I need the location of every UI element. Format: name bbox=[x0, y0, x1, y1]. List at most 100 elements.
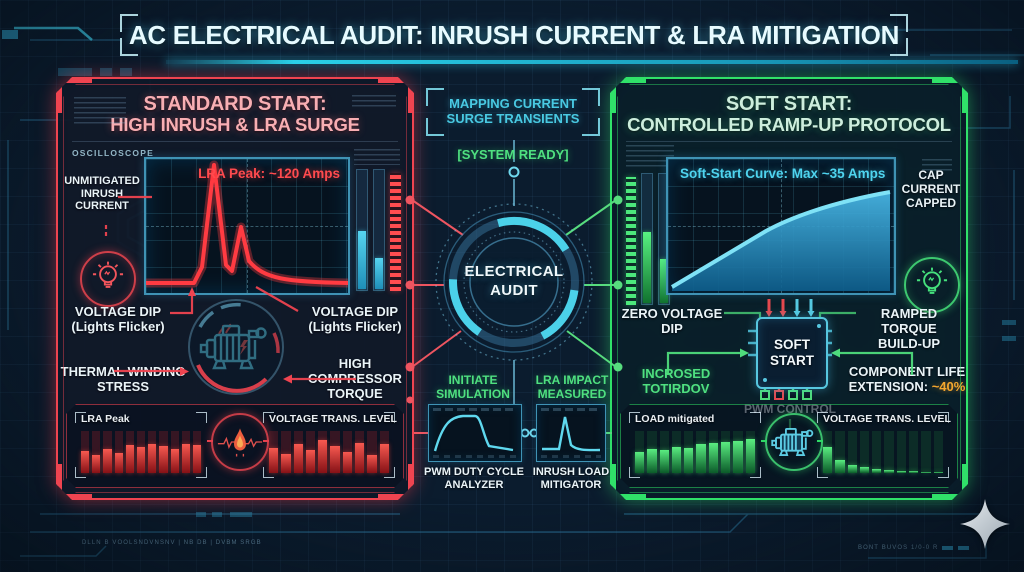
voltage-trans-label: VOLTAGE TRANS. LEVEL bbox=[823, 413, 951, 425]
increased-torque-label: INCROSED TOTIRDOV bbox=[641, 366, 711, 396]
panel-corner-tr bbox=[932, 78, 967, 113]
load-mitigated-bars bbox=[635, 431, 755, 473]
voltage-trans-bars bbox=[823, 431, 943, 473]
deco-readout-lines bbox=[354, 149, 400, 165]
compressor-motor-badge bbox=[186, 297, 286, 397]
red-segment-meter bbox=[390, 173, 401, 291]
footer-microtext-right: BONT BUVOS 1/0-0 R bbox=[858, 545, 939, 551]
panel-corner-br bbox=[378, 464, 413, 499]
lra-peak-annotation: LRA Peak: ~120 Amps bbox=[198, 166, 340, 181]
panel-corner-tr bbox=[378, 78, 413, 113]
title-bracket-tr bbox=[890, 14, 908, 32]
load-mitigated-label: LOAD mitigated bbox=[635, 413, 715, 425]
voltage-dip-right-label: VOLTAGE DIP (Lights Flicker) bbox=[308, 304, 402, 334]
soft-start-panel: SOFT START: CONTROLLED RAMP-UP PROTOCOL bbox=[610, 77, 968, 500]
motor-icon bbox=[771, 425, 817, 459]
lra-peak-chart-label: LRA Peak bbox=[81, 413, 130, 425]
left-meter-strip: LRA Peak VOLTAGE TRANS. LEVEL bbox=[66, 404, 404, 488]
inrush-spike-curve bbox=[542, 416, 601, 452]
scope-side-meters-green bbox=[626, 175, 670, 305]
voltage-trans-chart-right: VOLTAGE TRANS. LEVEL bbox=[817, 412, 949, 478]
zero-voltage-dip-label: ZERO VOLTAGE DIP bbox=[621, 306, 723, 336]
standard-start-title-line1: STANDARD START: bbox=[143, 93, 327, 116]
mitigator-scope bbox=[536, 404, 606, 462]
standard-start-header: STANDARD START: HIGH INRUSH & LRA SURGE bbox=[72, 89, 398, 142]
sparkle-star-icon bbox=[960, 499, 1010, 549]
footer-microtext-left: DLLN B VOOLSNDVNSNV | NB DB | DVBM SRGB bbox=[82, 540, 262, 546]
inrush-waveform bbox=[146, 159, 348, 293]
load-mitigated-chart: LOAD mitigated bbox=[629, 412, 761, 478]
deco-readout-lines bbox=[352, 95, 396, 109]
cap-current-capped-label: CAP CURRENT CAPPED bbox=[901, 168, 961, 210]
duty-cycle-curve bbox=[433, 414, 514, 452]
cyan-meter-1 bbox=[358, 231, 366, 289]
high-compressor-torque-label: HIGH COMPRESSOR TORQUE bbox=[308, 356, 402, 401]
life-extension-percent: ~40% bbox=[931, 378, 966, 394]
thermal-winding-stress-label: THERMAL WINDING STRESS bbox=[60, 364, 186, 394]
unmitigated-inrush-label: UNMITIGATED INRUSH CURRENT bbox=[64, 175, 140, 213]
footer-tick bbox=[958, 546, 969, 550]
soft-start-chip: SOFT START bbox=[756, 317, 828, 389]
lightbulb-icon bbox=[92, 260, 124, 298]
scope-crosshair-v bbox=[247, 159, 248, 293]
voltage-trans-bars bbox=[269, 431, 389, 473]
title-bracket-br bbox=[890, 38, 908, 56]
soft-start-annotation: Soft-Start Curve: Max ~35 Amps bbox=[680, 166, 886, 181]
voltage-trans-label: VOLTAGE TRANS. LEVEL bbox=[269, 413, 397, 425]
voltage-trans-chart-left: VOLTAGE TRANS. LEVEL bbox=[263, 412, 395, 478]
title-underline bbox=[166, 60, 1018, 64]
ramped-torque-label: RAMPED TORQUE BUILD-UP bbox=[877, 306, 941, 351]
scope-grid bbox=[146, 159, 348, 293]
inrush-bulb-badge bbox=[80, 251, 136, 307]
chip-label-line2: START bbox=[770, 353, 814, 368]
lra-peak-bars bbox=[81, 431, 201, 473]
panel-corner-tl bbox=[611, 78, 646, 113]
capped-bulb-badge bbox=[904, 257, 960, 313]
panel-corner-bl bbox=[57, 464, 92, 499]
panel-corner-tl bbox=[57, 78, 92, 113]
inrush-oscilloscope: LRA Peak: ~120 Amps bbox=[144, 157, 350, 295]
deco-readout-lines bbox=[626, 145, 674, 167]
component-life-label: COMPONENT LIFE EXTENSION: ~40% bbox=[848, 364, 966, 394]
soft-start-title-line2: CONTROLLED RAMP-UP PROTOCOL bbox=[627, 114, 951, 136]
panel-corner-br bbox=[932, 464, 967, 499]
standard-start-title-line2: HIGH INRUSH & LRA SURGE bbox=[110, 114, 360, 136]
scope-side-meters bbox=[356, 171, 401, 291]
pwm-analyzer-scope bbox=[428, 404, 522, 462]
soft-start-curve bbox=[668, 159, 894, 293]
voltage-dip-left-label: VOLTAGE DIP (Lights Flicker) bbox=[71, 304, 165, 334]
surge-flame-badge bbox=[211, 413, 269, 471]
flame-spark-icon bbox=[214, 425, 266, 459]
title-bracket-tl bbox=[120, 14, 138, 32]
lightbulb-icon bbox=[916, 266, 948, 304]
motor-ring bbox=[186, 297, 286, 397]
chip-label-line1: SOFT bbox=[774, 336, 810, 352]
electrical-audit-gauge bbox=[435, 203, 593, 361]
green-segment-meter bbox=[626, 177, 636, 305]
title-bracket-bl bbox=[120, 38, 138, 56]
soft-start-title-line1: SOFT START: bbox=[725, 93, 853, 116]
footer-tick bbox=[942, 546, 953, 550]
standard-start-panel: STANDARD START: HIGH INRUSH & LRA SURGE … bbox=[56, 77, 414, 500]
green-meter-1 bbox=[643, 232, 651, 304]
green-meter-2 bbox=[660, 259, 668, 303]
panel-corner-bl bbox=[611, 464, 646, 499]
mitigated-motor-badge bbox=[765, 413, 823, 471]
deco-readout-lines bbox=[922, 159, 952, 171]
right-meter-strip: LOAD mitigated bbox=[620, 404, 958, 488]
soft-start-oscilloscope: Soft-Start Curve: Max ~35 Amps bbox=[666, 157, 896, 295]
title-bar: AC ELECTRICAL AUDIT: INRUSH CURRENT & LR… bbox=[118, 12, 910, 58]
scope-crosshair-h bbox=[146, 226, 348, 227]
soft-start-header: SOFT START: CONTROLLED RAMP-UP PROTOCOL bbox=[626, 89, 952, 142]
system-ready-status: [SYSTEM READY] bbox=[457, 147, 569, 162]
page-title: AC ELECTRICAL AUDIT: INRUSH CURRENT & LR… bbox=[128, 19, 900, 50]
lra-peak-chart: LRA Peak bbox=[75, 412, 207, 478]
oscilloscope-label: OSCILLOSCOPE bbox=[72, 148, 154, 158]
